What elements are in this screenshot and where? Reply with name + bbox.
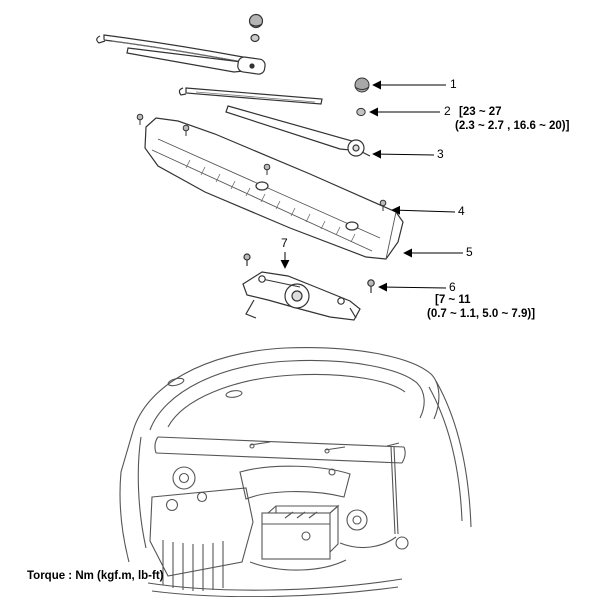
torque-units-note: Torque : Nm (kgf.m, lb-ft) <box>27 570 164 582</box>
pivot-cap-and-nut <box>354 77 370 117</box>
callout-6-torque-spec-line1: [7 ~ 11 <box>435 294 471 306</box>
cowl-mounting-screws <box>136 113 387 211</box>
leader-line-3 <box>372 149 435 159</box>
callout-2-torque-spec-line1: [23 ~ 27 <box>459 106 502 118</box>
callout-leader-lines <box>280 80 463 292</box>
cowl-top-cover <box>144 117 404 260</box>
callout-7-number: 7 <box>281 236 288 250</box>
callout-6-number: 6 <box>449 280 456 294</box>
callout-2-torque-spec-line2: (2.3 ~ 2.7 , 16.6 ~ 20)] <box>455 120 570 132</box>
callout-1-number: 1 <box>450 77 457 91</box>
callout-5-number: 5 <box>466 245 473 259</box>
leader-line-4 <box>391 205 456 215</box>
engine-bay-illustration <box>119 347 472 597</box>
callout-6-torque-spec-line2: (0.7 ~ 1.1, 5.0 ~ 7.9)] <box>427 308 536 320</box>
wiper-blade-and-arm-assembly <box>96 13 266 75</box>
leader-line-6 <box>378 282 447 292</box>
callout-2-number: 2 <box>444 104 451 118</box>
callout-4-number: 4 <box>458 204 465 218</box>
wiper-motor-linkage <box>242 253 375 321</box>
wiper-arm-assembly <box>178 87 371 157</box>
callout-3-number: 3 <box>437 147 444 161</box>
